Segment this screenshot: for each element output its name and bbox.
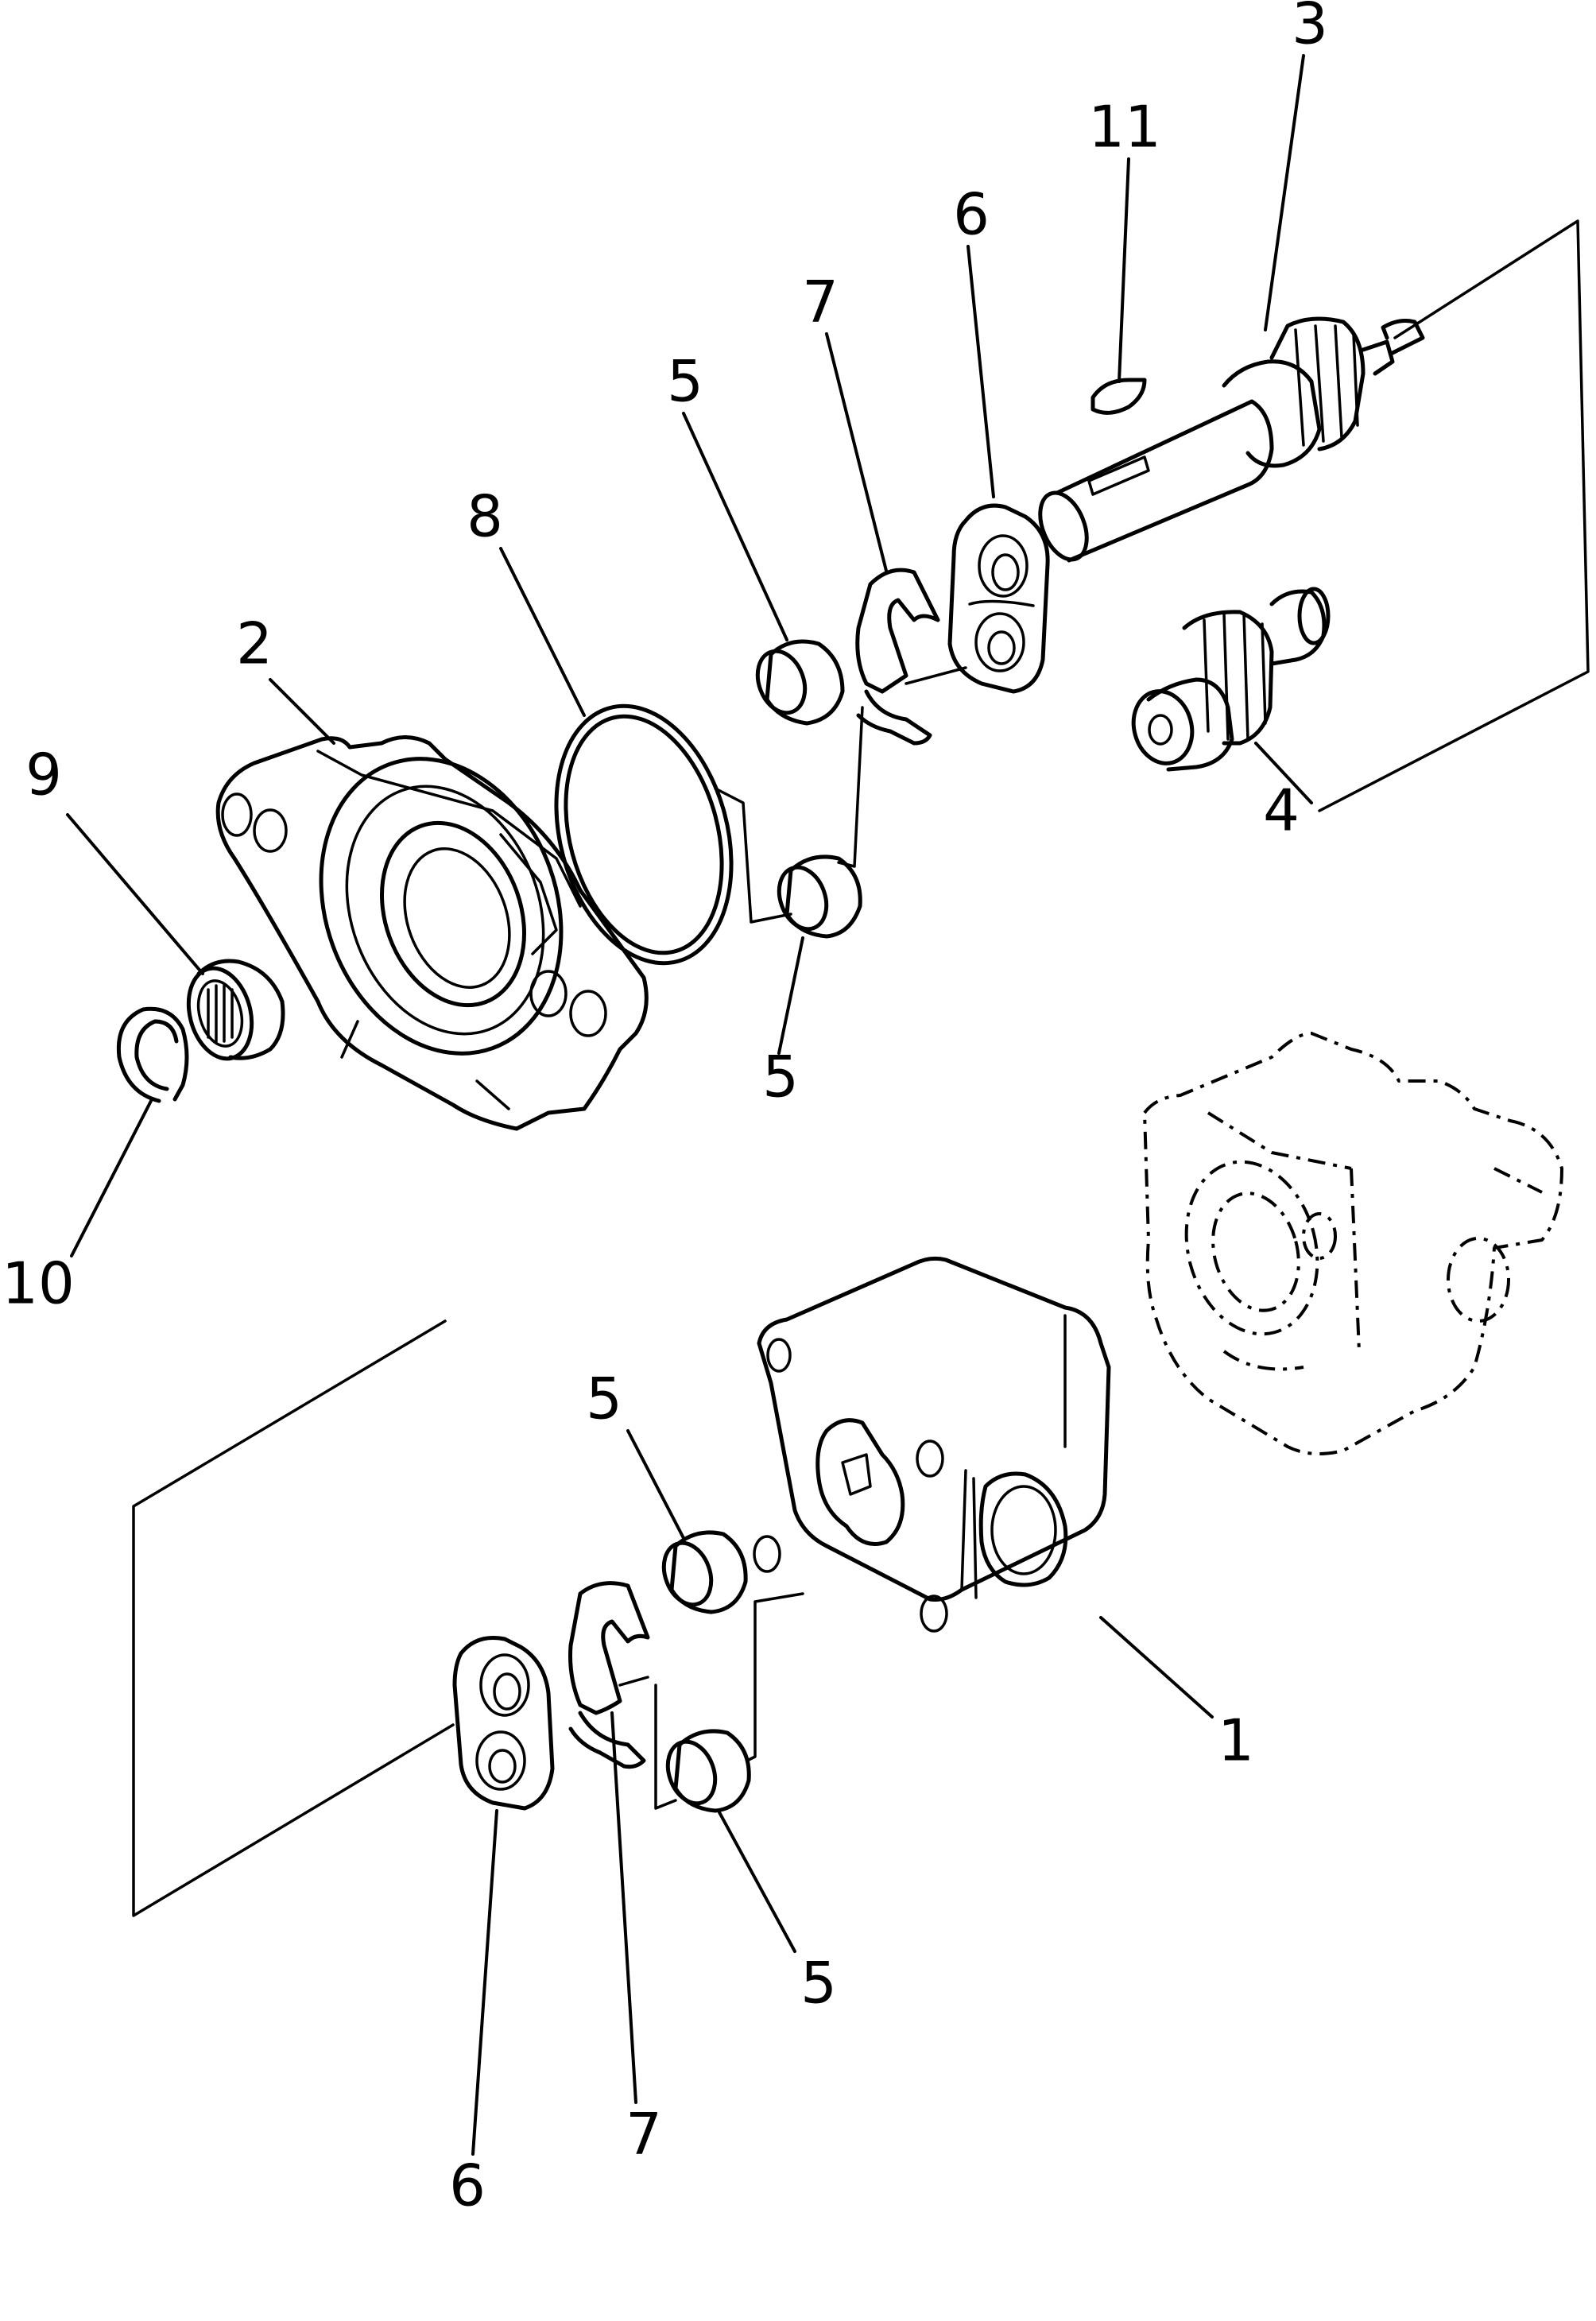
part-9-needle-bearing [186,959,285,1061]
part-7-upper-seal [855,568,967,746]
callout-7-lower: 7 [626,2101,662,2168]
part-10-snap-ring [116,1006,189,1103]
pin-bracket-upper [714,706,864,924]
part-7-lower-seal [568,1581,650,1769]
part-5-lower-pin-b [665,1729,751,1813]
callout-2: 2 [236,610,273,677]
part-5-lower-pin-a [661,1530,748,1614]
part-8-o-ring [554,703,734,966]
part-2-front-cover [215,735,649,1131]
callout-5-upper-bottom: 5 [762,1044,799,1110]
part-5-upper-pin-b [777,854,862,939]
callout-labels: 3 11 6 7 5 8 2 9 4 5 10 5 1 5 7 6 [2,0,1328,2219]
part-3-drive-gear-shaft [1038,316,1425,563]
callout-11: 11 [1088,94,1161,161]
assembly-bracket-lower [132,1319,455,1917]
callout-8: 8 [467,483,503,550]
part-5-upper-pin-a [755,639,845,726]
callout-9: 9 [25,742,62,808]
callout-10: 10 [2,1250,75,1317]
part-4-driven-gear [1131,587,1331,772]
part-11-key [1090,378,1147,415]
callout-5-lower-top: 5 [586,1366,622,1432]
leader-lines [66,54,1313,2156]
callout-1: 1 [1218,1707,1254,1774]
callout-5-upper-top: 5 [667,348,703,415]
callout-3: 3 [1292,0,1328,57]
callout-6-upper: 6 [953,181,990,248]
mating-pump-body-phantom [1143,1032,1563,1455]
callout-5-lower-bottom: 5 [800,1950,837,2017]
part-6-lower-bushing [452,1635,555,1811]
part-1-gear-case [753,1256,1111,1633]
callout-7-upper: 7 [802,269,839,335]
callout-4: 4 [1263,777,1300,844]
pin-bracket-lower [654,1592,804,1810]
callout-6-lower: 6 [449,2152,486,2219]
assembly-bracket-upper [1318,219,1590,812]
part-6-upper-bushing [947,503,1050,694]
